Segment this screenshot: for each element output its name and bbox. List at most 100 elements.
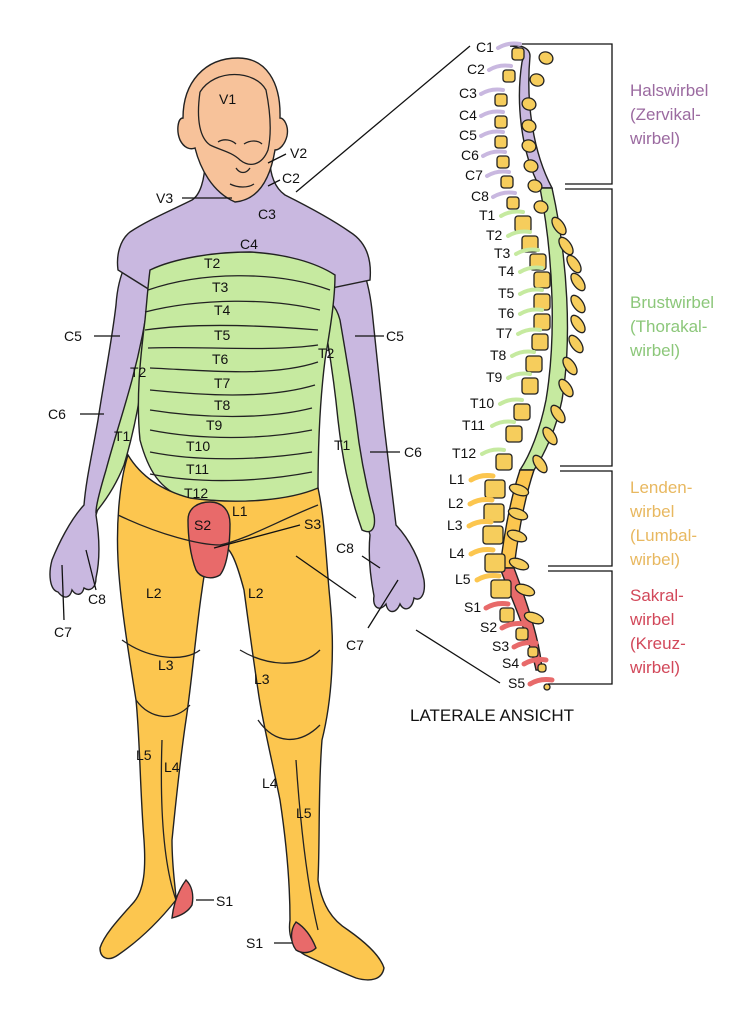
vertebral-body (500, 175, 514, 189)
label-c5-left: C5 (64, 328, 82, 344)
nerve-root (527, 677, 555, 687)
vertebral-body (533, 271, 551, 289)
spinous-process (508, 557, 530, 571)
group-label-cervical: Halswirbel (Zervikal- wirbel) (629, 81, 708, 148)
nerve-root (487, 63, 513, 72)
vertebral-body (494, 93, 508, 107)
spinous-process (568, 334, 584, 354)
spinous-process (508, 483, 530, 497)
label-s2: S2 (194, 517, 211, 533)
body-labels: V1 V2 C2 V3 C3 C4 T2 T3 T4 T5 T6 T7 T8 T… (48, 91, 422, 951)
nerve-root (481, 149, 507, 158)
label-t6: T6 (212, 351, 229, 367)
svg-text:wirbel: wirbel (629, 502, 674, 521)
vertebral-body (482, 525, 504, 545)
face-v1-boundary (197, 73, 271, 165)
spinous-process (514, 583, 536, 597)
nerve-root (467, 497, 495, 507)
svg-text:Sakral-: Sakral- (630, 586, 684, 605)
spine-label-c1: C1 (476, 39, 494, 55)
spine-lateral-view: C1C2C3C4C5C6C7C8T1T2T3T4T5T6T7T8T9T10T11… (410, 39, 714, 725)
label-t1-right: T1 (334, 437, 351, 453)
nerve-root (479, 129, 505, 138)
vertebral-body (502, 69, 516, 83)
spinous-process (570, 314, 586, 334)
label-s3: S3 (304, 516, 321, 532)
group-label-sacral: Sakral- wirbel (Kreuz- wirbel) (629, 586, 686, 677)
vertebral-body (537, 663, 547, 673)
spinous-process (558, 378, 574, 398)
spinous-process (521, 97, 537, 111)
spinous-process (529, 73, 545, 87)
spine-label-s2: S2 (480, 619, 497, 635)
nerve-root (518, 265, 544, 274)
torso-dermatome-lines (117, 275, 331, 931)
label-c8-left: C8 (88, 591, 106, 607)
nerve-root (506, 229, 532, 238)
svg-text:wirbel): wirbel) (629, 658, 680, 677)
nerve-root (490, 419, 516, 428)
spine-label-s3: S3 (492, 638, 509, 654)
spine-label-t6: T6 (498, 305, 515, 321)
nerve-root (499, 209, 525, 218)
spine-label-c3: C3 (459, 85, 477, 101)
vertebral-body (531, 333, 549, 351)
label-t2-right-arm: T2 (318, 345, 335, 361)
label-c4: C4 (240, 236, 258, 252)
spinous-process (562, 356, 578, 376)
vertebral-bodies (482, 47, 551, 691)
nerve-root (468, 473, 496, 483)
nerve-root (518, 307, 544, 316)
vertebral-body (490, 579, 512, 599)
nerve-root (496, 41, 522, 50)
group-label-thoracic: Brustwirbel (Thorakal- wirbel) (629, 293, 714, 360)
label-l5-left: L5 (136, 747, 152, 763)
label-l2-right: L2 (248, 585, 264, 601)
spine-label-s5: S5 (508, 675, 525, 691)
spine-label-t2: T2 (486, 227, 503, 243)
label-l2-left: L2 (146, 585, 162, 601)
nerve-root (479, 109, 505, 118)
svg-text:wirbel): wirbel) (629, 129, 680, 148)
spinous-process (566, 254, 582, 274)
label-c6-right: C6 (404, 444, 422, 460)
spine-label-s4: S4 (502, 655, 519, 671)
label-c8-right: C8 (336, 540, 354, 556)
spine-label-t1: T1 (479, 207, 496, 223)
spinous-process (558, 236, 574, 256)
spine-label-c7: C7 (465, 167, 483, 183)
svg-text:Lenden-: Lenden- (630, 478, 692, 497)
spine-label-t5: T5 (498, 285, 515, 301)
label-l4-left: L4 (164, 759, 180, 775)
nerve-root (516, 327, 542, 336)
spine-label-c5: C5 (459, 127, 477, 143)
label-t2-left-arm: T2 (130, 364, 147, 380)
label-s1-right: S1 (246, 935, 263, 951)
svg-text:(Thorakal-: (Thorakal- (630, 317, 707, 336)
spine-label-t3: T3 (494, 245, 511, 261)
label-l1: L1 (232, 503, 248, 519)
nerve-root (514, 247, 540, 256)
label-t3: T3 (212, 279, 229, 295)
spine-label-s1: S1 (464, 599, 481, 615)
svg-text:wirbel): wirbel) (629, 341, 680, 360)
spine-label-l4: L4 (449, 545, 465, 561)
label-t12: T12 (184, 485, 208, 501)
nerve-root (474, 573, 502, 583)
spine-label-c4: C4 (459, 107, 477, 123)
spinous-process (507, 507, 529, 521)
nerve-root (491, 190, 517, 199)
vertebral-body (511, 47, 525, 61)
group-label-lumbar: Lenden- wirbel (Lumbal- wirbel) (629, 478, 697, 569)
label-c6-left: C6 (48, 406, 66, 422)
vertebral-body (521, 377, 539, 395)
svg-text:Halswirbel: Halswirbel (630, 81, 708, 100)
spinous-process (527, 179, 543, 193)
spine-label-l3: L3 (447, 517, 463, 533)
spine-label-l2: L2 (448, 495, 464, 511)
label-l3-right: L3 (254, 671, 270, 687)
vertebral-body (483, 503, 505, 523)
spine-label-c6: C6 (461, 147, 479, 163)
nerve-root (468, 547, 496, 557)
